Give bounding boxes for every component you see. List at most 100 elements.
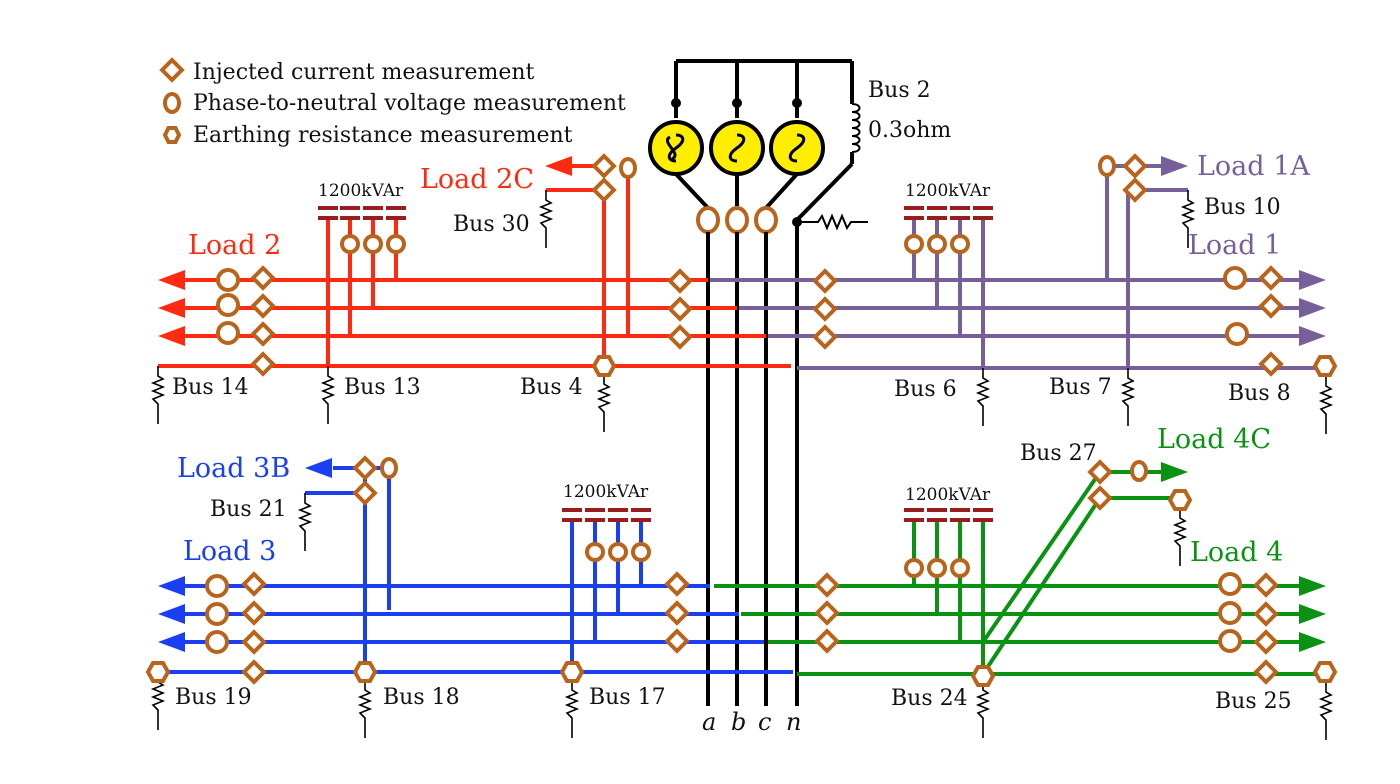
injected-current-meter-icon [250,293,276,319]
measurement-markers [145,153,1338,687]
injected-current-meter-icon [1122,153,1148,179]
earthing-meter-icon [145,661,171,683]
earthing-meter-icon [1312,661,1338,683]
voltage-meter-icon [1218,601,1242,625]
voltage-meter-icon [904,234,924,254]
capacitor-labels: 1200kVAr 1200kVAr 1200kVAr 1200kVAr [318,181,991,505]
bus-14-label: Bus 14 [172,375,249,400]
capacitor-icon [562,508,582,522]
injected-current-meter-icon [814,628,840,654]
injected-current-meter-icon [1258,265,1284,291]
injected-current-meter-icon [1253,659,1279,685]
capacitor-label-bus-6: 1200kVAr [905,181,991,201]
capacitor-icon [608,508,628,522]
grounding-inductor-icon [795,103,861,222]
capacitor-icon [363,206,383,220]
legend-injected-current-icon [159,57,185,83]
earthing-meter-icon [559,661,585,683]
bus-24-label: Bus 24 [891,686,968,711]
bus-27-label: Bus 27 [1020,441,1097,466]
voltage-meter-icon [205,574,229,598]
voltage-meter-icon [1225,322,1249,346]
earthing-resistor-icon [320,366,336,424]
voltage-meter-icon [927,234,947,254]
voltage-meter-icon [1223,266,1247,290]
injected-current-meter-icon [814,600,840,626]
injected-current-meter-icon [241,629,267,655]
injected-current-meter-icon [1253,601,1279,627]
capacitor-label-bus-24: 1200kVAr [905,485,991,505]
injected-current-meter-icon [591,153,617,179]
earthing-resistor-icon [1172,508,1188,566]
capacitor-icon [950,508,970,522]
legend-injected-label: Injected current measurement [193,60,535,85]
voltage-meter-icon [1130,460,1148,482]
injected-current-meter-icon [241,659,267,685]
legend: Injected current measurement Phase-to-ne… [159,57,626,148]
earthing-resistor-icon [1318,682,1334,740]
capacitor-icon [973,206,993,220]
earthing-resistor-icon [150,366,166,424]
capacitor-icon [340,206,360,220]
injected-current-meter-icon [812,324,838,350]
voltage-meter-icon [950,234,970,254]
injected-current-meter-icon [667,268,693,294]
voltage-meter-icon [927,558,947,578]
injected-current-meter-icon [1253,572,1279,598]
injected-current-meter-icon [664,571,690,597]
bus-6-label: Bus 6 [894,377,957,402]
earthing-meter-icon [591,355,617,377]
bus-18-label: Bus 18 [383,685,460,710]
phase-b-label: b [731,708,746,736]
voltage-meter-icon [608,542,628,562]
earthing-resistor-icon [596,374,612,432]
earthing-resistor-icon [297,493,313,551]
load-2c-label: Load 2C [420,164,534,195]
voltage-meter-icon [216,293,240,317]
phase-trunk: a b c n [702,222,801,736]
load-3b-label: Load 3B [177,453,290,484]
bus-2-label: Bus 2 [868,78,931,103]
voltage-meter-icon [216,321,240,345]
injected-current-meter-icon [250,321,276,347]
injected-current-meter-icon [814,572,840,598]
generator-phase-c [769,120,825,176]
voltage-meter-icon [380,457,398,479]
earthing-resistor-icon [1180,190,1196,248]
capacitor-icon [927,508,947,522]
voltage-meter-icon [216,268,240,292]
voltage-meter-icon [386,234,406,254]
bus-10-label: Bus 10 [1204,195,1281,220]
earthing-resistor-icon [797,213,868,231]
legend-earthing-label: Earthing resistance measurement [193,123,573,148]
earthing-resistor-icon [975,680,991,738]
voltage-meter-icon [363,234,383,254]
injected-current-meter-icon [591,177,617,203]
bus-7-label: Bus 7 [1049,375,1112,400]
voltage-meter-icon [619,157,637,179]
legend-voltage-label: Phase-to-neutral voltage measurement [193,91,626,116]
legend-earthing-icon [162,126,182,144]
load-2-label: Load 2 [188,230,281,261]
earthing-resistor-icon [1120,368,1136,426]
blue-feeder [158,458,793,674]
bus-25-label: Bus 25 [1215,689,1292,714]
earthing-meter-icon [352,661,378,683]
voltage-meter-icon [205,602,229,626]
injected-current-meter-icon [250,351,276,377]
injected-current-meter-icon [241,571,267,597]
impedance-label: 0.3ohm [868,118,951,143]
injected-current-meter-icon [352,480,378,506]
injected-current-meter-icon [664,628,690,654]
capacitor-icon [386,206,406,220]
load-1a-label: Load 1A [1197,151,1310,182]
injected-current-meter-icon [250,265,276,291]
generator-phase-b [709,120,765,176]
earthing-resistor-icon [1318,376,1334,434]
phase-n-label: n [786,708,801,736]
legend-voltage-icon [163,92,181,114]
injected-current-meter-icon [1087,459,1113,485]
injected-current-meter-icon [667,324,693,350]
voltage-meter-icon [1218,629,1242,653]
